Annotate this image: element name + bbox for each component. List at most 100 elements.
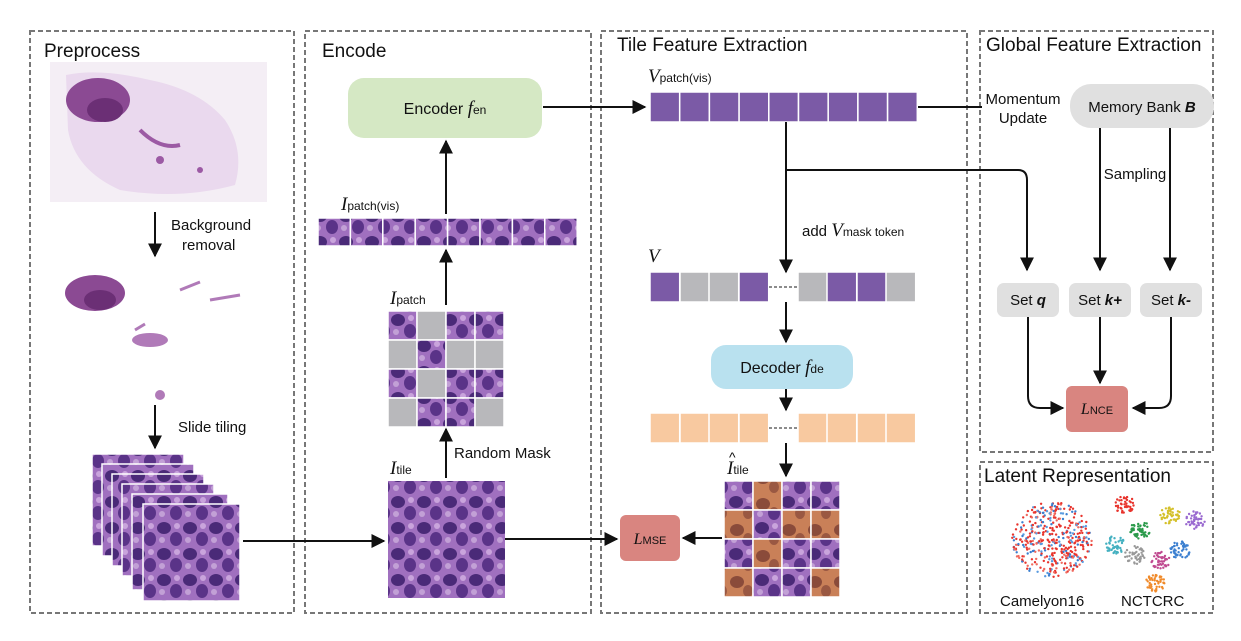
latent-panel (979, 461, 1214, 614)
camelyon16-point (1051, 502, 1054, 505)
masked-patch-cell (387, 397, 418, 428)
nctcrc-point (1122, 539, 1125, 542)
memory-bank-label: Memory Bank B (1088, 99, 1196, 116)
nctcrc-point (1137, 525, 1140, 528)
nctcrc-point (1119, 495, 1122, 499)
nctcrc-point (1119, 536, 1122, 540)
arrow-kminus-to-nce (1131, 317, 1172, 415)
camelyon16-point (1061, 512, 1065, 515)
camelyon16-point (1048, 558, 1051, 561)
nctcrc-point (1182, 546, 1185, 549)
removal-label: removal (182, 237, 235, 254)
nctcrc-point (1130, 497, 1134, 501)
nctcrc-point (1135, 562, 1139, 565)
camelyon16-point (1026, 536, 1030, 539)
camelyon16-point (1073, 541, 1077, 544)
camelyon16-point (1014, 543, 1018, 546)
nctcrc-point (1124, 555, 1127, 559)
nctcrc-point (1139, 555, 1142, 558)
set-q-box (997, 283, 1059, 317)
reconstructed-patch (810, 567, 841, 598)
visible-patch-cell (445, 397, 476, 428)
visible-patch (317, 217, 352, 247)
camelyon16-point (1050, 544, 1053, 547)
camelyon16-point (1016, 523, 1019, 526)
reconstructed-patch (723, 567, 754, 598)
camelyon16-point (1057, 507, 1060, 511)
camelyon16-point (1041, 511, 1045, 515)
v-patch-vis-tokens (649, 91, 919, 123)
camelyon16-point (1046, 530, 1049, 533)
nctcrc-point (1176, 510, 1180, 513)
visible-patch-cell (445, 310, 476, 341)
camelyon16-point (1028, 567, 1032, 570)
camelyon16-point (1049, 567, 1052, 570)
nctcrc-point (1114, 541, 1117, 544)
camelyon16-point (1063, 548, 1066, 551)
camelyon16-point (1081, 540, 1084, 544)
camelyon16-point (1047, 547, 1050, 551)
camelyon16-point (1028, 520, 1032, 523)
visible-token (649, 91, 681, 123)
nctcrc-point (1133, 545, 1136, 548)
camelyon16-point (1035, 557, 1038, 561)
camelyon16-point (1018, 556, 1021, 560)
nctcrc-point (1119, 502, 1123, 505)
global-feature-title: Global Feature Extraction (986, 35, 1201, 56)
camelyon16-point (1068, 524, 1072, 527)
camelyon16-point (1058, 507, 1062, 511)
nctcrc-point (1166, 511, 1170, 514)
visible-token (738, 91, 770, 123)
nctcrc-point (1128, 551, 1132, 554)
nctcrc-point (1162, 560, 1166, 563)
nctcrc-point (1106, 549, 1110, 552)
camelyon16-point (1012, 539, 1016, 542)
camelyon16-point (1013, 548, 1016, 551)
camelyon16-point (1069, 534, 1073, 537)
camelyon16-point (1074, 553, 1077, 556)
nctcrc-scatter (1105, 495, 1206, 593)
camelyon16-point (1082, 547, 1085, 551)
camelyon16-point (1029, 540, 1032, 543)
tile-stack (91, 453, 241, 602)
camelyon16-point (1076, 559, 1080, 562)
nctcrc-point (1159, 567, 1162, 570)
nctcrc-point (1177, 547, 1181, 550)
recon-tile-label: Itile (726, 458, 749, 479)
camelyon16-point (1084, 527, 1088, 530)
camelyon16-point (1062, 536, 1065, 540)
nctcrc-point (1200, 515, 1203, 518)
nctcrc-point (1164, 507, 1168, 510)
nctcrc-point (1112, 551, 1115, 555)
nctcrc-point (1130, 524, 1134, 527)
camelyon16-point (1011, 533, 1015, 536)
camelyon16-point (1047, 574, 1051, 577)
camelyon16-point (1021, 558, 1024, 561)
camelyon16-point (1062, 567, 1066, 570)
nctcrc-point (1164, 521, 1167, 525)
nctcrc-point (1120, 507, 1123, 510)
camelyon16-point (1042, 531, 1045, 534)
camelyon16-point (1081, 560, 1084, 564)
reconstructed-patch (723, 538, 754, 569)
camelyon16-point (1011, 536, 1014, 539)
masked-patch-cell (474, 397, 505, 428)
visible-token (678, 91, 711, 123)
memory-bank-box (1070, 84, 1214, 128)
camelyon16-point (1026, 548, 1029, 551)
camelyon16-point (1031, 523, 1035, 527)
camelyon16-point (1078, 563, 1081, 566)
visible-patch-cell (416, 397, 447, 428)
nctcrc-point (1114, 504, 1118, 508)
nctcrc-point (1177, 514, 1181, 518)
nctcrc-point (1192, 510, 1195, 513)
camelyon16-point (1032, 506, 1035, 509)
camelyon16-point (1050, 560, 1054, 563)
nctcrc-point (1203, 520, 1206, 523)
nctcrc-point (1185, 548, 1188, 551)
camelyon16-point (1034, 550, 1037, 553)
nctcrc-point (1199, 521, 1203, 525)
visible-patch-cell (474, 368, 505, 399)
camelyon16-point (1064, 549, 1068, 553)
nctcrc-point (1158, 585, 1161, 588)
